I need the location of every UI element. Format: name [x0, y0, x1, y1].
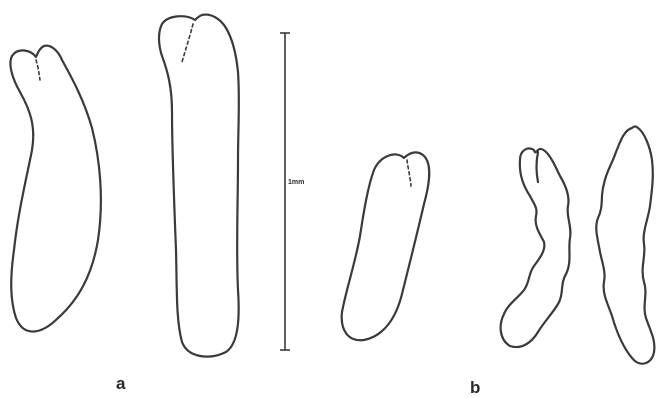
specimen-outline — [10, 46, 100, 332]
specimen-notch-dash — [407, 160, 411, 186]
specimen-notch-dash — [36, 60, 40, 80]
specimen-outline — [342, 152, 430, 340]
panel-label-a: a — [116, 374, 126, 393]
scale-bar: 1mm — [280, 33, 304, 350]
panel-a-specimen-1 — [10, 46, 100, 332]
specimen-notch-dash — [182, 24, 193, 62]
panel-b-specimen-3 — [596, 127, 654, 364]
panel-a-specimen-2 — [159, 15, 239, 357]
specimen-outline — [501, 148, 571, 347]
panel-b-specimen-1 — [342, 152, 430, 340]
specimen-outline — [596, 127, 654, 364]
specimen-hook — [537, 152, 539, 182]
scale-bar-label: 1mm — [288, 179, 304, 186]
panel-b-specimen-2 — [501, 148, 571, 347]
specimen-outline — [159, 15, 239, 357]
panel-label-b: b — [470, 378, 480, 397]
